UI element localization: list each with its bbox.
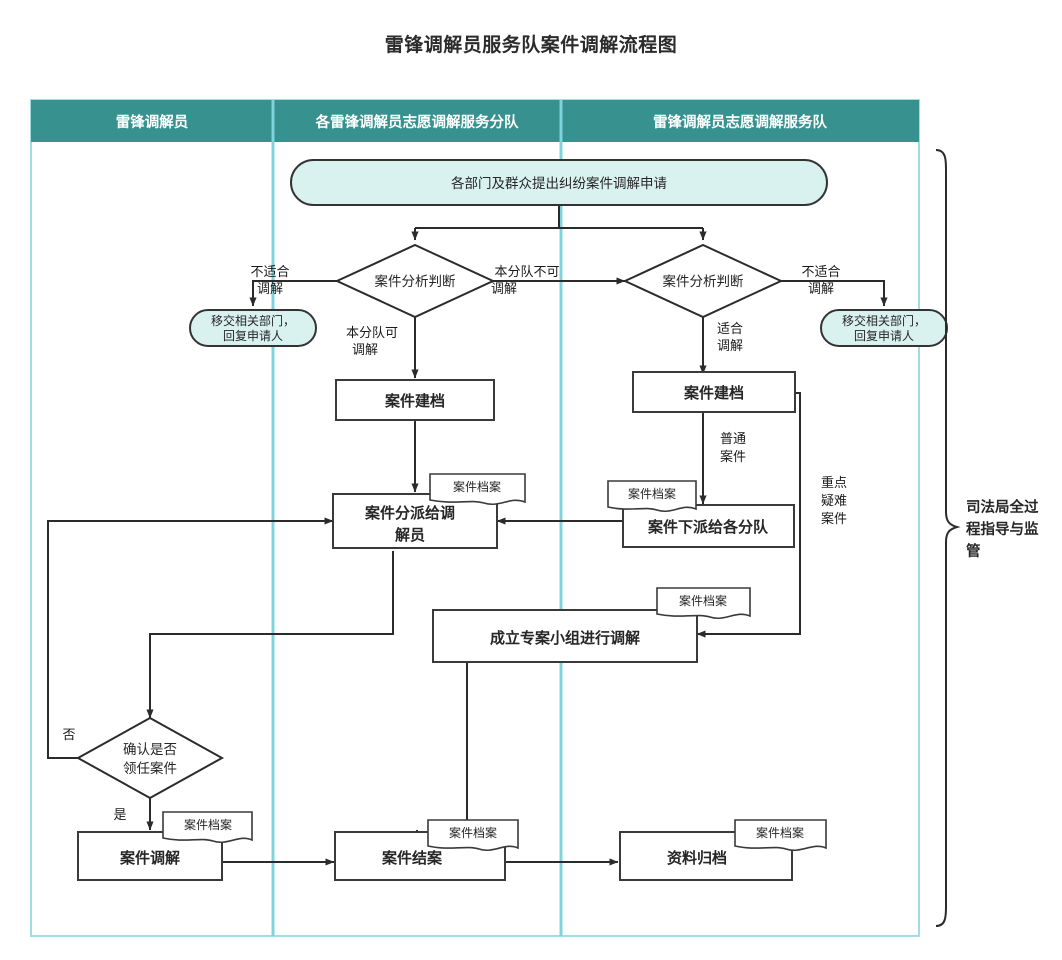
doc-badge-mediate: 案件档案 — [162, 811, 253, 843]
node-archive[interactable]: 资料归档 — [619, 831, 793, 881]
edge-label-team-unsuitable-l2: 调解 — [808, 281, 834, 296]
edge-label-squad-can-l1: 本分队可 — [346, 325, 398, 340]
node-assign-line1: 案件分派给调 — [364, 504, 455, 522]
node-mediate-label: 案件调解 — [119, 849, 180, 867]
edge-label-team-unsuitable-l1: 不适合 — [801, 264, 840, 279]
edge-label-normal-case-l1: 普通 — [720, 431, 746, 446]
node-transfer-left-line2: 回复申请人 — [223, 329, 283, 343]
lane-header-squad: 各雷锋调解员志愿调解服务分队 — [315, 113, 519, 131]
node-file-team[interactable]: 案件建档 — [632, 371, 796, 413]
doc-badge-mediate-label: 案件档案 — [184, 817, 232, 832]
node-special-group-label: 成立专案小组进行调解 — [490, 629, 640, 647]
node-start[interactable]: 各部门及群众提出纠纷案件调解申请 — [290, 159, 828, 206]
doc-badge-assign-label: 案件档案 — [453, 479, 501, 494]
node-archive-label: 资料归档 — [667, 849, 727, 867]
node-decision-team-label: 案件分析判断 — [663, 273, 744, 289]
node-close-label: 案件结案 — [381, 849, 443, 867]
edge-label-squad-can-l2: 调解 — [352, 342, 378, 357]
node-transfer-right-line2: 回复申请人 — [854, 329, 914, 343]
node-transfer-right[interactable]: 移交相关部门， 回复申请人 — [820, 309, 948, 347]
node-dispatch[interactable]: 案件下派给各分队 — [622, 504, 795, 548]
edge-label-squad-cannot-l1: 本分队不可 — [494, 264, 559, 279]
node-decision-squad[interactable]: 案件分析判断 — [334, 243, 496, 319]
doc-badge-archive: 案件档案 — [734, 819, 827, 851]
node-transfer-right-line1: 移交相关部门， — [842, 313, 926, 328]
edge-label-team-unsuitable: 不适合 调解 — [801, 264, 840, 296]
lane-label-mediator: 雷锋调解员 — [116, 113, 189, 131]
connectors — [47, 205, 888, 866]
node-special-group[interactable]: 成立专案小组进行调解 — [432, 609, 698, 663]
node-transfer-left-line1: 移交相关部门， — [211, 313, 295, 328]
edge-label-confirm-no-text: 否 — [62, 727, 75, 742]
doc-badge-close: 案件档案 — [427, 819, 519, 851]
doc-badge-special: 案件档案 — [656, 587, 751, 619]
supervision-bracket-line2: 程指导与监 — [966, 520, 1039, 538]
doc-badge-close-label: 案件档案 — [449, 825, 497, 840]
supervision-bracket-line1: 司法局全过 — [966, 498, 1039, 516]
node-file-squad-label: 案件建档 — [384, 392, 445, 410]
edge-label-team-suitable: 适合 调解 — [717, 321, 743, 353]
node-decision-squad-label: 案件分析判断 — [375, 273, 456, 289]
node-close[interactable]: 案件结案 — [334, 831, 506, 881]
lane-header-mediator: 雷锋调解员 — [116, 113, 189, 131]
edge-label-key-case-l3: 案件 — [821, 511, 847, 526]
edge-label-confirm-yes-text: 是 — [113, 807, 126, 822]
node-confirm-line1: 确认是否 — [123, 742, 177, 757]
lane-label-team: 雷锋调解员志愿调解服务队 — [653, 113, 827, 131]
node-assign-line2: 解员 — [395, 526, 425, 544]
edge-label-confirm-no: 否 — [62, 727, 75, 742]
supervision-bracket-line3: 管 — [966, 542, 981, 560]
doc-badge-special-label: 案件档案 — [679, 593, 727, 608]
node-decision-team[interactable]: 案件分析判断 — [622, 243, 784, 319]
edge-label-key-case-l2: 疑难 — [821, 493, 847, 508]
edge-label-squad-cannot: 本分队不可 调解 — [491, 264, 560, 296]
edge-label-squad-unsuitable: 不适合 调解 — [250, 264, 289, 296]
node-confirm-line2: 领任案件 — [123, 760, 177, 776]
edge-label-team-suitable-l1: 适合 — [717, 321, 743, 336]
edge-label-squad-unsuitable-l1: 不适合 — [250, 264, 289, 279]
node-file-squad[interactable]: 案件建档 — [335, 379, 495, 421]
edge-label-normal-case-l2: 案件 — [720, 449, 746, 464]
edge-label-squad-can: 本分队可 调解 — [346, 325, 398, 357]
doc-badge-dispatch-label: 案件档案 — [628, 486, 676, 501]
page-title: 雷锋调解员服务队案件调解流程图 — [384, 35, 678, 56]
node-dispatch-label: 案件下派给各分队 — [647, 518, 769, 536]
doc-badge-dispatch: 案件档案 — [607, 480, 697, 512]
lane-header-team: 雷锋调解员志愿调解服务队 — [653, 113, 827, 131]
supervision-bracket: 司法局全过 程指导与监 管 — [935, 149, 1039, 927]
node-file-team-label: 案件建档 — [683, 384, 744, 402]
edge-label-team-suitable-l2: 调解 — [717, 338, 743, 353]
doc-badge-archive-label: 案件档案 — [756, 825, 804, 840]
doc-badge-assign: 案件档案 — [429, 473, 526, 505]
node-assign[interactable]: 案件分派给调 解员 — [332, 493, 498, 549]
edge-label-squad-unsuitable-l2: 调解 — [257, 281, 283, 296]
node-start-label: 各部门及群众提出纠纷案件调解申请 — [451, 175, 667, 191]
edge-label-confirm-yes: 是 — [113, 807, 126, 822]
edge-label-key-case: 重点 疑难 案件 — [821, 475, 847, 526]
edge-label-key-case-l1: 重点 — [821, 475, 847, 490]
edge-label-squad-cannot-l2: 调解 — [491, 281, 517, 296]
edge-label-normal-case: 普通 案件 — [720, 431, 746, 464]
node-transfer-left[interactable]: 移交相关部门， 回复申请人 — [189, 309, 317, 347]
lane-label-squad: 各雷锋调解员志愿调解服务分队 — [315, 113, 519, 131]
node-confirm[interactable]: 确认是否 领任案件 — [75, 716, 225, 800]
